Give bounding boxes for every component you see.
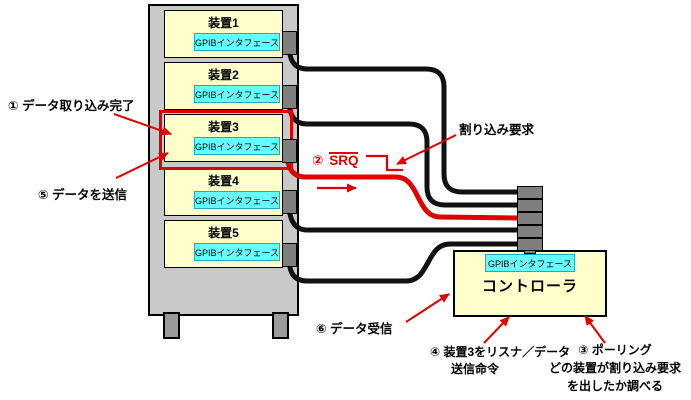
device-1-gpib-interface: GPIBインタフェース (194, 33, 280, 51)
device-4: 装置4 GPIBインタフェース (164, 168, 283, 216)
label-step6: ⑥ データ受信 (316, 322, 393, 336)
label-step4-line2: 送信命令 (451, 362, 500, 376)
device-3-label: 装置3 (208, 120, 239, 134)
label-step3-line1: ③ ポーリング (578, 343, 652, 357)
cable-device-4 (286, 202, 522, 233)
stack-connector-3 (517, 212, 543, 225)
device-1-label: 装置1 (208, 16, 239, 30)
device-5-connector (282, 243, 297, 267)
device-3-gpib-interface: GPIBインタフェース (194, 137, 280, 155)
device-5-label: 装置5 (208, 226, 239, 240)
device-3-connector (282, 139, 297, 163)
stack-connector-2 (517, 199, 543, 212)
device-5-gpib-interface: GPIBインタフェース (194, 243, 280, 261)
device-4-label: 装置4 (208, 174, 239, 188)
arrow-step3-to-controller (584, 315, 606, 344)
device-4-gpib-interface: GPIBインタフェース (194, 191, 280, 209)
controller: GPIBインタフェース コントローラ (453, 250, 607, 317)
device-1-connector (282, 31, 297, 55)
label-step1: ① データ取り込み完了 (8, 99, 135, 113)
label-step5: ⑤ データを送信 (38, 188, 128, 202)
srq-signal-name: SRQ (329, 152, 359, 168)
device-2-label: 装置2 (208, 68, 239, 82)
label-step3-line3: を出したか調べる (566, 379, 663, 393)
cable-device-1 (286, 43, 522, 195)
device-2: 装置2 GPIBインタフェース (164, 62, 283, 110)
stack-connector-1 (517, 186, 543, 199)
device-1: 装置1 GPIBインタフェース (164, 10, 283, 58)
srq-waveform (366, 154, 403, 172)
device-5: 装置5 GPIBインタフェース (164, 220, 283, 268)
label-step3: ③ ポーリング どの装置が割り込み要求 を出したか調べる (538, 341, 691, 395)
stack-connector-5 (517, 238, 543, 251)
stack-connector-4 (517, 225, 543, 238)
controller-label: コントローラ (481, 278, 578, 295)
label-step4: ④ 装置3をリスナ／データ 送信命令 (430, 343, 570, 377)
rack-leg-right (272, 312, 289, 339)
rack-leg-left (163, 312, 180, 339)
arrow-interrupt-to-waveform (396, 134, 457, 165)
label-step2-number: ② (312, 153, 324, 168)
device-2-gpib-interface: GPIBインタフェース (194, 85, 280, 103)
label-step4-line1: ④ 装置3をリスナ／データ (430, 345, 571, 359)
controller-gpib-interface: GPIBインタフェース (485, 254, 575, 272)
device-3: 装置3 GPIBインタフェース (164, 114, 283, 162)
device-2-connector (282, 85, 297, 109)
arrow-step6-to-controller (405, 293, 450, 323)
device-4-connector (282, 190, 297, 214)
label-step2-srq: ② SRQ (312, 152, 359, 169)
arrow-step4-to-controller (483, 316, 510, 344)
label-step3-line2: どの装置が割り込み要求 (548, 361, 681, 375)
label-interrupt-request: 割り込み要求 (459, 123, 535, 137)
